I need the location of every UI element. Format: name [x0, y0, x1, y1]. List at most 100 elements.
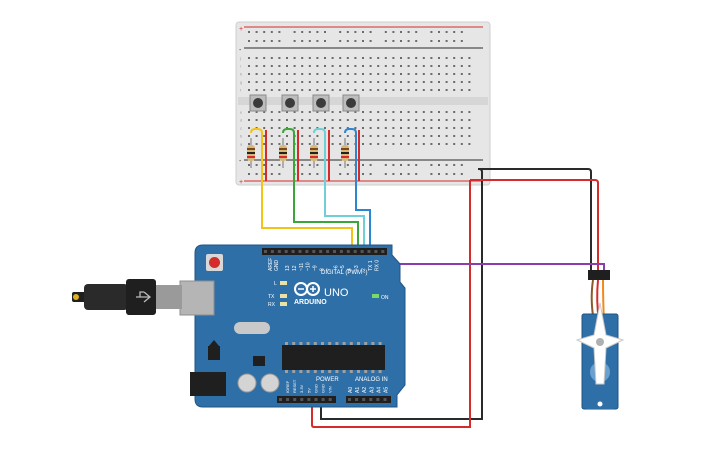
row-letter: b	[240, 134, 243, 139]
rail-hole	[415, 40, 418, 42]
wire-black-servo[interactable]	[478, 168, 592, 272]
breadboard-hole	[324, 57, 326, 59]
breadboard-hole	[438, 89, 440, 91]
breadboard-hole	[278, 65, 281, 67]
breadboard-hole	[286, 111, 288, 113]
digital-pin-label: 12	[292, 265, 298, 271]
breadboard-hole	[415, 89, 418, 91]
rail-hole	[460, 40, 463, 42]
breadboard-hole	[392, 127, 395, 129]
breadboard-hole	[331, 111, 334, 113]
rail-hole	[270, 31, 273, 33]
push-button-4[interactable]	[342, 94, 360, 112]
ic-pin	[285, 370, 288, 373]
rail-hole	[453, 173, 456, 175]
rail-hole	[263, 173, 266, 175]
analog-pin-label: A2	[362, 387, 368, 393]
wire-green[interactable]	[282, 128, 359, 252]
rail-hole	[255, 164, 258, 166]
usb-plug-metal	[156, 285, 182, 309]
breadboard-hole	[468, 119, 471, 121]
wire-red-5v[interactable]	[311, 180, 471, 428]
breadboard-hole	[324, 73, 326, 75]
breadboard-hole	[293, 119, 296, 121]
resistor-2[interactable]	[279, 138, 287, 168]
usb-cable-icon[interactable]	[72, 279, 182, 315]
push-button-3[interactable]	[312, 94, 330, 112]
header-hole	[360, 250, 364, 253]
breadboard-hole	[339, 89, 342, 91]
arduino-uno-board[interactable]: L TX RX ON ARDUINO UNO DIGITAL (PWM~) AN…	[179, 244, 406, 408]
wire-purple-signal[interactable]	[382, 263, 605, 272]
resistor-band	[310, 156, 318, 158]
rail-hole	[415, 164, 418, 166]
row-letter: h	[240, 72, 242, 77]
breadboard-hole	[308, 119, 311, 121]
small-chip	[253, 356, 265, 366]
ic-pin	[313, 342, 317, 345]
breadboard-hole	[369, 127, 372, 129]
breadboard-hole	[430, 73, 433, 75]
reset-button[interactable]	[209, 257, 220, 268]
power-jack	[190, 372, 226, 396]
breadboard-channel	[238, 97, 488, 105]
breadboard-hole	[362, 143, 364, 145]
rail-hole	[392, 31, 395, 33]
breadboard-hole	[293, 57, 296, 59]
resistor-4[interactable]	[341, 138, 349, 168]
rail-hole	[278, 173, 281, 175]
breadboard-hole	[248, 73, 250, 75]
breadboard-hole	[331, 119, 334, 121]
breadboard-hole	[293, 81, 296, 83]
push-button-1[interactable]	[249, 94, 267, 112]
resistor-band	[279, 152, 287, 154]
ic-pin	[321, 370, 324, 373]
breadboard-hole	[415, 119, 418, 121]
power-label: POWER	[316, 377, 339, 383]
breadboard-hole	[430, 127, 433, 129]
servo-motor-icon[interactable]	[575, 270, 625, 410]
voltage-regulator-tab	[209, 340, 219, 346]
breadboard-hole	[400, 111, 402, 113]
breadboard-hole	[415, 81, 418, 83]
wire-yellow[interactable]	[250, 128, 353, 252]
rail-hole	[255, 173, 258, 175]
rail-hole	[400, 173, 402, 175]
wire-blue[interactable]	[344, 128, 371, 252]
rail-hole	[407, 40, 410, 42]
breadboard-hole	[377, 143, 380, 145]
rail-hole	[346, 31, 349, 33]
push-button-2[interactable]	[281, 94, 299, 112]
rail-hole	[293, 31, 296, 33]
breadboard-hole	[392, 57, 395, 59]
wire-cyan[interactable]	[313, 128, 365, 252]
analog-pin-label: A3	[369, 387, 375, 393]
led-rx-label: RX	[268, 302, 276, 308]
led-tx-label: TX	[268, 294, 275, 300]
breadboard-hole	[331, 135, 334, 137]
breadboard-hole	[407, 135, 410, 137]
breadboard-hole	[354, 127, 357, 129]
breadboard-hole	[301, 81, 304, 83]
ic-pin	[313, 370, 317, 373]
digital-pin-label: 4	[347, 268, 353, 271]
breadboard-hole	[377, 65, 380, 67]
push-button-cap	[346, 98, 356, 108]
header-hole	[307, 398, 311, 401]
led-l-label: L	[274, 281, 277, 287]
rail-hole	[369, 40, 372, 42]
resistor-3[interactable]	[310, 138, 318, 168]
breadboard-hole	[468, 111, 471, 113]
ic-pin	[335, 370, 339, 373]
breadboard-hole	[270, 89, 273, 91]
breadboard-hole	[270, 81, 273, 83]
breadboard-hole	[400, 135, 402, 137]
header-hole	[286, 398, 290, 401]
rail-minus-label-bottom: -	[239, 158, 242, 165]
wire-red-servo[interactable]	[470, 179, 599, 272]
rail-hole	[460, 173, 463, 175]
resistor-1[interactable]	[247, 138, 255, 168]
breadboard-hole	[445, 65, 448, 67]
